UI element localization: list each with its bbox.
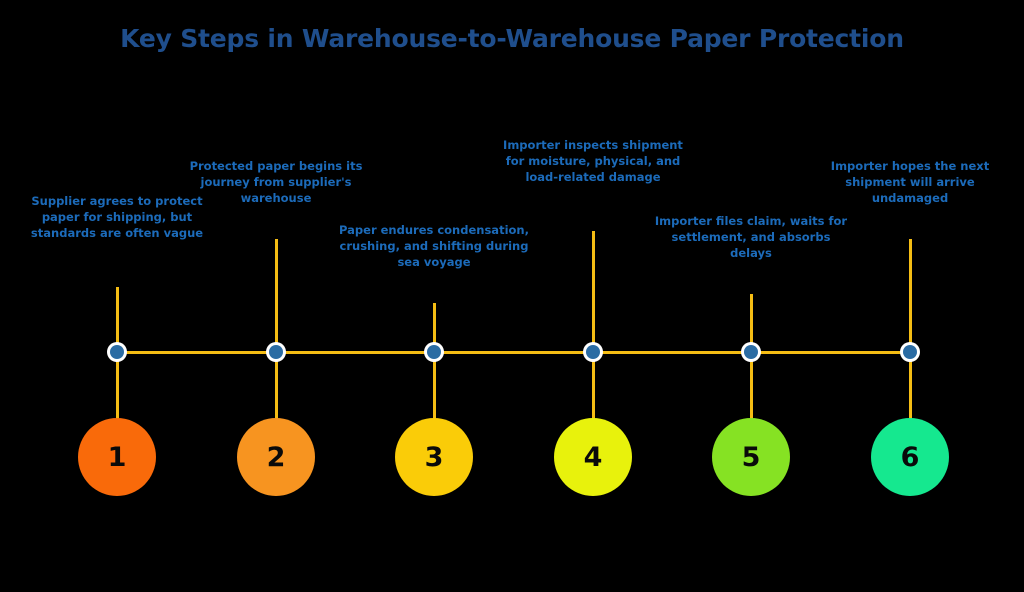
timeline-step-2: Protected paper begins its journey from … [176, 0, 376, 592]
timeline-node-dot[interactable] [744, 345, 758, 359]
timeline-step-4: Importer inspects shipment for moisture,… [493, 0, 693, 592]
timeline-node-dot[interactable] [903, 345, 917, 359]
timeline-node-dot[interactable] [586, 345, 600, 359]
timeline-axis [117, 351, 910, 354]
timeline-node-dot[interactable] [427, 345, 441, 359]
step-number-circle[interactable]: 5 [712, 418, 790, 496]
step-connector-line [275, 239, 278, 425]
step-connector-line [433, 303, 436, 425]
step-connector-line [592, 231, 595, 425]
timeline-step-5: Importer files claim, waits for settleme… [651, 0, 851, 592]
step-number-circle[interactable]: 3 [395, 418, 473, 496]
step-connector-line [909, 239, 912, 425]
page-title: Key Steps in Warehouse-to-Warehouse Pape… [120, 24, 904, 53]
step-caption: Importer files claim, waits for settleme… [654, 214, 848, 260]
step-caption: Importer inspects shipment for moisture,… [503, 138, 683, 184]
step-caption: Paper endures condensation, crushing, an… [339, 223, 529, 269]
timeline-step-3: Paper endures condensation, crushing, an… [334, 0, 534, 592]
timeline-step-1: Supplier agrees to protect paper for shi… [17, 0, 217, 592]
step-caption: Supplier agrees to protect paper for shi… [30, 194, 204, 240]
step-number-circle[interactable]: 6 [871, 418, 949, 496]
timeline-node-dot[interactable] [269, 345, 283, 359]
timeline-step-6: Importer hopes the next shipment will ar… [810, 0, 1010, 592]
step-number-circle[interactable]: 2 [237, 418, 315, 496]
timeline-node-dot[interactable] [110, 345, 124, 359]
step-number-circle[interactable]: 4 [554, 418, 632, 496]
step-number-circle[interactable]: 1 [78, 418, 156, 496]
step-connector-line [750, 294, 753, 425]
step-caption: Protected paper begins its journey from … [189, 159, 363, 205]
step-caption: Importer hopes the next shipment will ar… [830, 159, 990, 205]
